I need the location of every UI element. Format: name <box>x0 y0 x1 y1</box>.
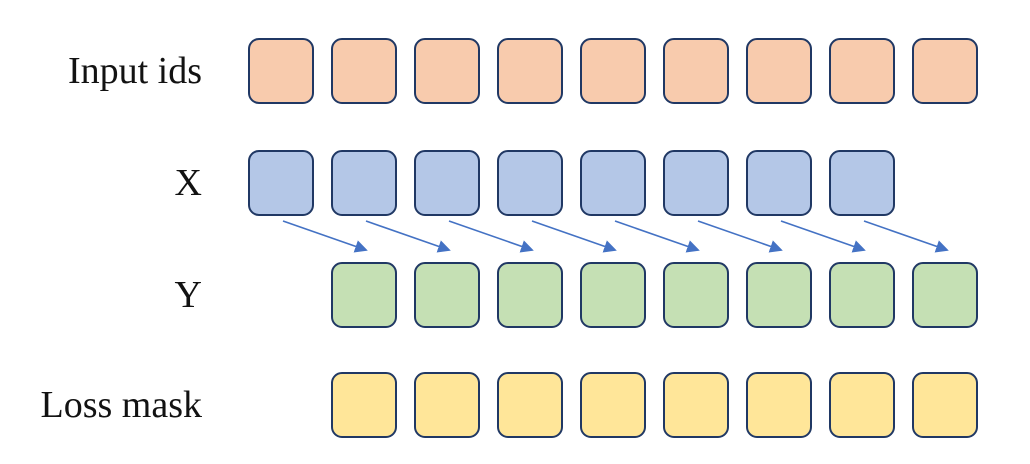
y-token-box <box>414 262 480 328</box>
y-token-box <box>663 262 729 328</box>
loss-mask-token-box <box>331 372 397 438</box>
next-token-shift-arrow-icon <box>780 220 866 253</box>
next-token-shift-arrow-icon <box>448 220 534 253</box>
loss-mask-token-box <box>414 372 480 438</box>
input-ids-token-box <box>912 38 978 104</box>
x-token-box <box>580 150 646 216</box>
input-ids-token-box <box>746 38 812 104</box>
y-token-box <box>829 262 895 328</box>
y-token-box <box>497 262 563 328</box>
y-token-box <box>746 262 812 328</box>
y-boxes <box>331 262 978 328</box>
input-ids-token-box <box>248 38 314 104</box>
x-token-box <box>829 150 895 216</box>
x-token-box <box>497 150 563 216</box>
input-ids-token-box <box>414 38 480 104</box>
input-ids-token-box <box>829 38 895 104</box>
x-token-box <box>663 150 729 216</box>
input-ids-boxes <box>248 38 978 104</box>
input-ids-label: Input ids <box>67 50 202 92</box>
input-ids-token-box <box>580 38 646 104</box>
y-label: Y <box>174 274 202 316</box>
loss-mask-boxes <box>331 372 978 438</box>
next-token-shift-arrow-icon <box>697 220 783 253</box>
loss-mask-token-box <box>663 372 729 438</box>
x-label: X <box>174 162 202 204</box>
next-token-shift-arrow-icon <box>365 220 451 253</box>
x-token-box <box>746 150 812 216</box>
x-token-box <box>414 150 480 216</box>
y-token-box <box>331 262 397 328</box>
y-token-box <box>580 262 646 328</box>
loss-mask-token-box <box>829 372 895 438</box>
x-token-box <box>331 150 397 216</box>
loss-mask-token-box <box>746 372 812 438</box>
loss-mask-label: Loss mask <box>40 384 203 426</box>
loss-mask-token-box <box>580 372 646 438</box>
y-token-box <box>912 262 978 328</box>
loss-mask-token-box <box>912 372 978 438</box>
input-ids-token-box <box>497 38 563 104</box>
x-token-box <box>248 150 314 216</box>
next-token-shift-arrow-icon <box>531 220 617 253</box>
next-token-shift-arrow-icon <box>614 220 700 253</box>
loss-mask-token-box <box>497 372 563 438</box>
next-token-shift-arrow-icon <box>282 220 368 253</box>
input-ids-token-box <box>663 38 729 104</box>
next-token-shift-arrow-icon <box>863 220 949 253</box>
x-boxes <box>248 150 895 216</box>
input-ids-token-box <box>331 38 397 104</box>
